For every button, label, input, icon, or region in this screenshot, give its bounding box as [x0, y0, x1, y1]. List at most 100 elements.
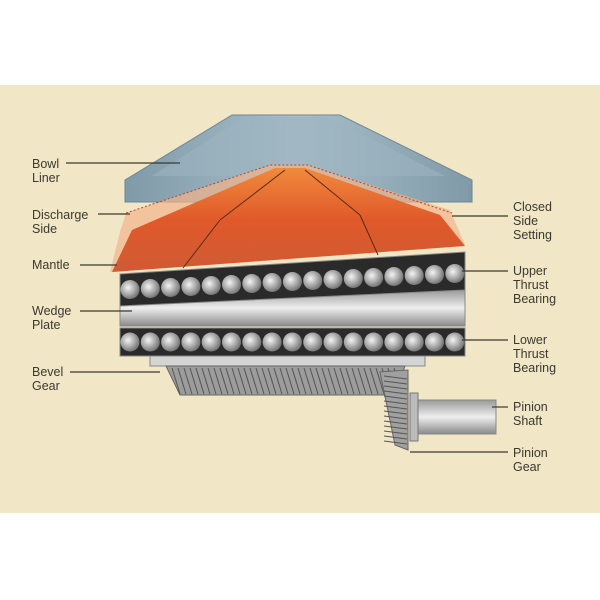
roller-ball [425, 332, 444, 352]
gear-tooth [207, 367, 217, 395]
gear-tooth [383, 380, 408, 385]
gear-tooth [383, 415, 408, 420]
gear-tooth [297, 367, 307, 395]
roller-ball [282, 272, 302, 292]
roller-ball [140, 332, 160, 352]
gear-tooth [383, 390, 408, 395]
wedge-plate [119, 289, 466, 327]
gear-tooth [231, 367, 241, 395]
roller-ball [384, 267, 404, 287]
roller-ball [364, 332, 384, 352]
roller-ball [120, 332, 140, 352]
gear-tooth [291, 367, 301, 395]
gear-tooth [383, 375, 408, 380]
label-wedge-plate: Wedge Plate [32, 304, 72, 332]
roller-ball [282, 332, 302, 352]
pinion-shaft [409, 399, 497, 435]
gear-tooth [243, 367, 253, 395]
roller-ball [303, 271, 323, 291]
roller-ball [364, 268, 384, 288]
roller-ball [181, 332, 201, 352]
gear-tooth [383, 435, 408, 440]
label-mantle: Mantle [32, 258, 70, 272]
roller-ball [242, 274, 262, 294]
roller-ball [323, 332, 343, 352]
lower-thrust-bearing [119, 327, 466, 357]
roller-ball [120, 280, 140, 300]
base-plate [149, 355, 426, 367]
roller-ball [303, 332, 323, 352]
label-pinion-shaft: Pinion Shaft [513, 400, 548, 428]
gear-tooth [327, 367, 337, 395]
gear-tooth [333, 367, 343, 395]
gear-tooth [195, 367, 205, 395]
gear-tooth [345, 367, 355, 395]
gear-tooth [315, 367, 325, 395]
gear-tooth [383, 385, 408, 390]
gear-tooth [225, 367, 235, 395]
label-bevel-gear: Bevel Gear [32, 365, 64, 393]
bevel-gear [165, 365, 406, 396]
roller-ball [404, 266, 424, 286]
gear-tooth [303, 367, 313, 395]
gear-tooth [357, 367, 367, 395]
gear-tooth [383, 400, 408, 405]
gear-tooth [383, 420, 408, 425]
gear-tooth [321, 367, 331, 395]
roller-ball [181, 277, 201, 297]
gear-tooth [255, 367, 265, 395]
gear-tooth [309, 367, 319, 395]
roller-ball [343, 269, 363, 289]
roller-ball [201, 276, 221, 296]
gear-tooth [285, 367, 295, 395]
label-lower-thrust-bearing: Lower Thrust Bearing [513, 333, 557, 375]
label-upper-thrust-bearing: Upper Thrust Bearing [513, 264, 557, 306]
roller-ball [445, 264, 465, 284]
label-discharge-side: Discharge Side [32, 208, 89, 236]
roller-ball [262, 332, 282, 352]
roller-ball [242, 332, 262, 352]
roller-ball [222, 332, 241, 352]
gear-tooth [267, 367, 277, 395]
roller-ball [222, 275, 241, 295]
label-pinion-gear: Pinion Gear [513, 446, 548, 474]
gear-tooth [237, 367, 247, 395]
gear-tooth [351, 367, 361, 395]
pinion-gear [379, 369, 409, 451]
roller-ball [140, 279, 160, 299]
gear-tooth [177, 367, 187, 395]
mantle [110, 164, 465, 272]
gear-tooth [189, 367, 199, 395]
roller-ball [323, 270, 343, 290]
roller-ball [445, 332, 465, 352]
gear-tooth [369, 367, 379, 395]
gear-tooth [339, 367, 349, 395]
gear-tooth [171, 367, 181, 395]
label-closed-side-setting: Closed Side Setting [513, 200, 552, 242]
gear-tooth [383, 430, 408, 435]
gear-tooth [219, 367, 229, 395]
gear-tooth [273, 367, 283, 395]
gear-tooth [383, 410, 408, 415]
roller-ball [201, 332, 221, 352]
gear-tooth [383, 425, 408, 430]
roller-ball [404, 332, 424, 352]
gear-tooth [213, 367, 223, 395]
bowl-liner [124, 114, 473, 203]
gear-tooth [261, 367, 271, 395]
roller-ball [384, 332, 404, 352]
gear-tooth [375, 367, 385, 395]
gear-tooth [249, 367, 259, 395]
roller-ball [161, 278, 181, 298]
roller-ball [343, 332, 363, 352]
gear-tooth [279, 367, 289, 395]
gear-tooth [183, 367, 193, 395]
roller-ball [262, 273, 282, 293]
roller-ball [425, 265, 444, 285]
leader-lines [66, 162, 508, 453]
gear-tooth [383, 440, 408, 445]
gear-tooth [201, 367, 211, 395]
gear-tooth [383, 395, 408, 400]
